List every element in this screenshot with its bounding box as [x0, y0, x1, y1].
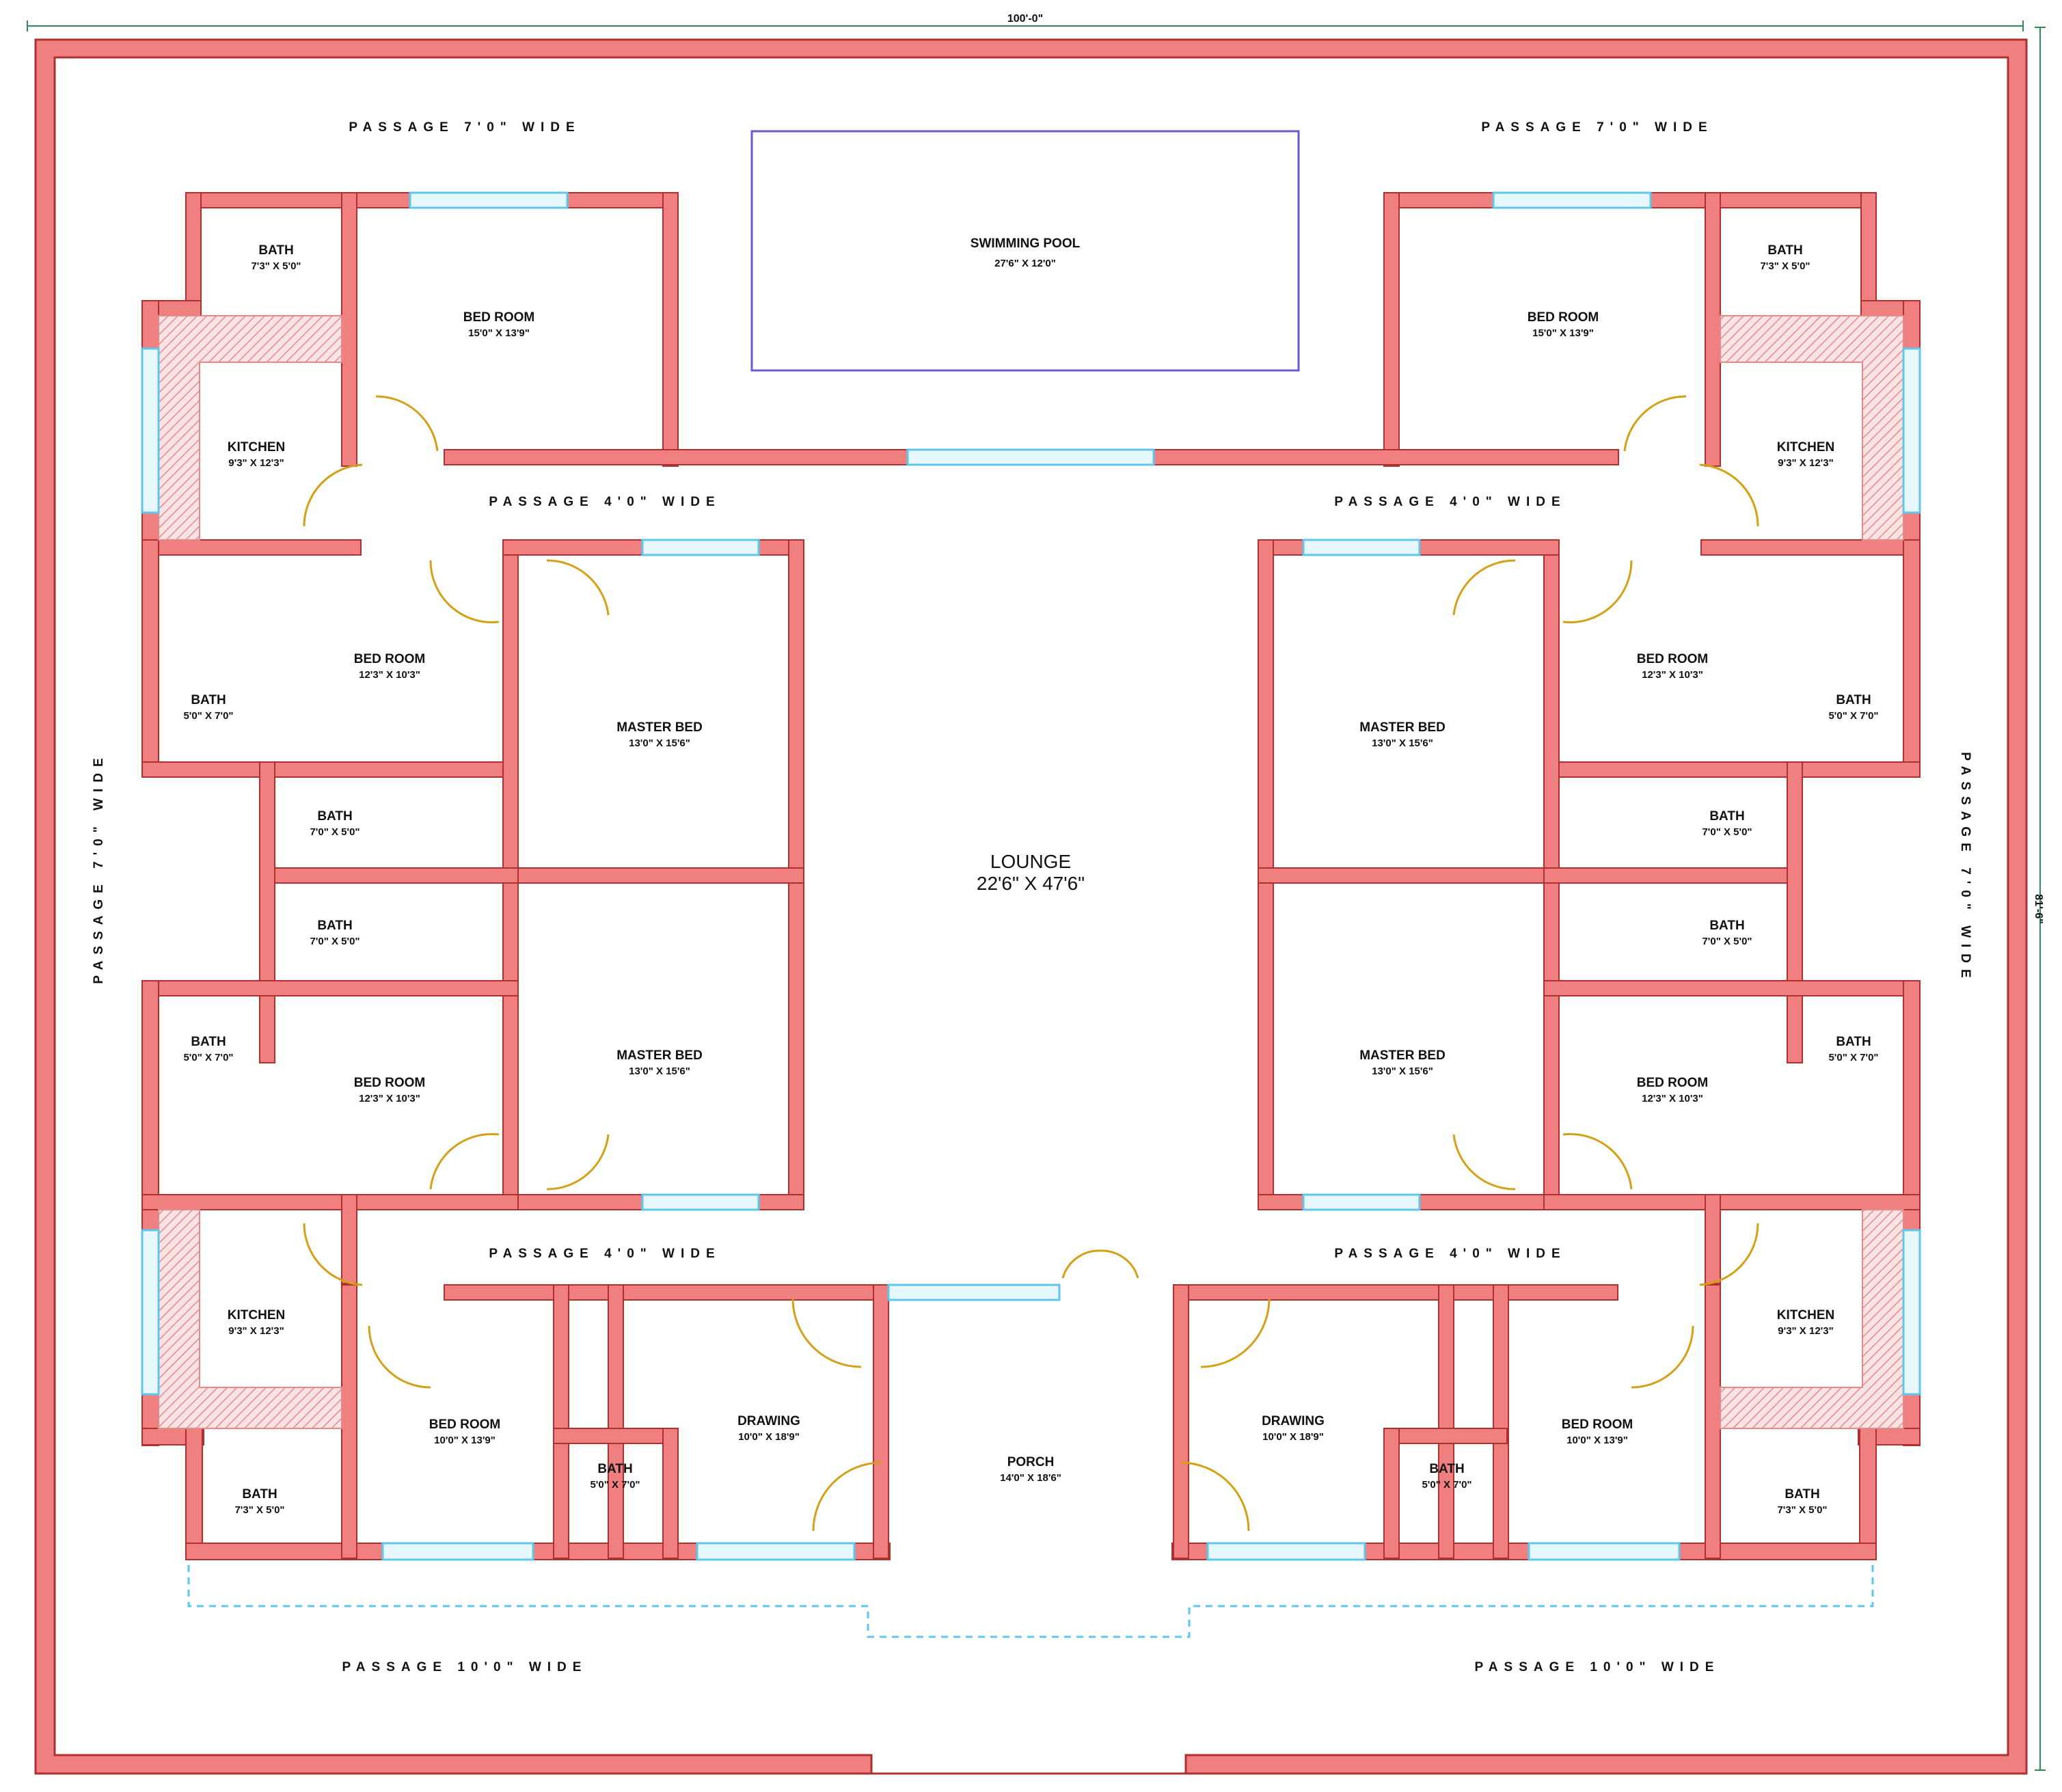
room-dim: 5'0" X 7'0"	[1828, 710, 1878, 722]
overall-height-dimension: 81'-6"	[2033, 27, 2046, 1771]
passage-label: PASSAGE 4'0" WIDE	[489, 1247, 720, 1261]
room-name: BATH	[191, 1035, 226, 1049]
room-dim: 14'0" X 18'6"	[1000, 1472, 1061, 1484]
pool-label: SWIMMING POOL	[971, 236, 1081, 251]
passage-label: PASSAGE 10'0" WIDE	[342, 1660, 588, 1674]
room-dim: 7'3" X 5'0"	[1760, 260, 1810, 272]
room-name: BATH	[1709, 919, 1744, 933]
room-dim: 7'0" X 5'0"	[310, 936, 360, 947]
room-name: BED ROOM	[1637, 652, 1709, 666]
room-dim: 12'3" X 10'3"	[1642, 1093, 1703, 1104]
room-dim: 5'0" X 7'0"	[590, 1479, 640, 1491]
passage-label: PASSAGE 7'0" WIDE	[349, 120, 580, 135]
room-dim: 10'0" X 18'9"	[738, 1431, 800, 1443]
doors	[303, 395, 1759, 1532]
room-name: DRAWING	[1262, 1414, 1325, 1428]
passage-label: PASSAGE 10'0" WIDE	[1475, 1660, 1720, 1674]
swimming-pool: SWIMMING POOL 27'6" X 12'0"	[750, 130, 1300, 372]
room-name: BATH	[597, 1462, 632, 1476]
room-name: BATH	[317, 809, 352, 824]
room-dim: 9'3" X 12'3"	[1778, 457, 1833, 469]
room-name: BATH	[1836, 693, 1871, 707]
overall-width-dimension: 100'-0"	[27, 13, 2024, 31]
room-dim: 7'0" X 5'0"	[1702, 826, 1752, 838]
room-dim: 5'0" X 7'0"	[1828, 1052, 1878, 1063]
room-name: BATH	[258, 243, 293, 258]
room-name: BATH	[1785, 1487, 1819, 1502]
room-dim: 13'0" X 15'6"	[1372, 1065, 1433, 1077]
room-name: MASTER BED	[1359, 720, 1446, 735]
room-dim: 13'0" X 15'6"	[629, 1065, 690, 1077]
height-dimension-label: 81'-6"	[2033, 894, 2044, 923]
room-dim: 9'3" X 12'3"	[228, 1325, 284, 1337]
room-dim: 9'3" X 12'3"	[1778, 1325, 1833, 1337]
room-name: BED ROOM	[1637, 1076, 1709, 1090]
room-name: BED ROOM	[354, 652, 426, 666]
room-name: BED ROOM	[1562, 1417, 1633, 1432]
passage-labels: PASSAGE 7'0" WIDE PASSAGE 7'0" WIDE PASS…	[92, 120, 1972, 1674]
room-name: BATH	[242, 1487, 277, 1502]
passage-label: PASSAGE 7'0" WIDE	[92, 752, 106, 983]
width-dimension-label: 100'-0"	[1007, 13, 1043, 25]
room-dim: 7'0" X 5'0"	[310, 826, 360, 838]
room-name: KITCHEN	[228, 1308, 285, 1322]
passage-label: PASSAGE 4'0" WIDE	[1334, 1247, 1566, 1261]
room-name: BATH	[1836, 1035, 1871, 1049]
room-dim: 5'0" X 7'0"	[1422, 1479, 1471, 1491]
building-walls	[141, 192, 1921, 1560]
room-dim: 7'0" X 5'0"	[1702, 936, 1752, 947]
room-dim: 5'0" X 7'0"	[183, 710, 233, 722]
room-name: BED ROOM	[463, 310, 535, 325]
room-labels: BATH 7'3" X 5'0" BED ROOM 15'0" X 13'9" …	[183, 243, 1878, 1516]
porch-outline	[187, 1565, 1874, 1638]
room-dim: 15'0" X 13'9"	[468, 327, 530, 339]
room-name: BED ROOM	[429, 1417, 501, 1432]
room-name: MASTER BED	[616, 1048, 703, 1063]
passage-label: PASSAGE 4'0" WIDE	[1334, 495, 1566, 509]
room-name: DRAWING	[737, 1414, 800, 1428]
boundary-wall	[34, 38, 2028, 1775]
room-dim: 10'0" X 18'9"	[1262, 1431, 1324, 1443]
room-name: BATH	[1429, 1462, 1464, 1476]
pool-dimension: 27'6" X 12'0"	[994, 258, 1056, 269]
room-name: BATH	[191, 693, 226, 707]
room-name: BED ROOM	[1528, 310, 1599, 325]
room-dim: 5'0" X 7'0"	[183, 1052, 233, 1063]
room-name: BATH	[1709, 809, 1744, 824]
room-dim: 15'0" X 13'9"	[1532, 327, 1594, 339]
room-name: BED ROOM	[354, 1076, 426, 1090]
room-dim: 12'3" X 10'3"	[359, 669, 420, 681]
room-dim: 7'3" X 5'0"	[251, 260, 301, 272]
room-name: KITCHEN	[1777, 1308, 1834, 1322]
lounge-label: LOUNGE	[990, 851, 1071, 872]
room-name: BATH	[317, 919, 352, 933]
room-dim: 12'3" X 10'3"	[1642, 669, 1703, 681]
room-name: KITCHEN	[228, 440, 285, 454]
kitchen-counters	[158, 315, 1904, 1429]
room-dim: 13'0" X 15'6"	[629, 737, 690, 749]
windows	[141, 191, 1921, 1561]
room-name: PORCH	[1007, 1455, 1055, 1469]
room-dim: 10'0" X 13'9"	[434, 1435, 496, 1446]
room-dim: 7'3" X 5'0"	[1777, 1504, 1827, 1516]
room-dim: 12'3" X 10'3"	[359, 1093, 420, 1104]
passage-label: PASSAGE 7'0" WIDE	[1958, 752, 1972, 983]
passage-label: PASSAGE 7'0" WIDE	[1481, 120, 1713, 135]
lounge-dimension: 22'6" X 47'6"	[977, 873, 1085, 894]
room-dim: 9'3" X 12'3"	[228, 457, 284, 469]
room-dim: 10'0" X 13'9"	[1566, 1435, 1628, 1446]
room-name: BATH	[1767, 243, 1802, 258]
room-name: KITCHEN	[1777, 440, 1834, 454]
room-dim: 7'3" X 5'0"	[234, 1504, 284, 1516]
room-dim: 13'0" X 15'6"	[1372, 737, 1433, 749]
passage-label: PASSAGE 4'0" WIDE	[489, 495, 720, 509]
room-name: MASTER BED	[1359, 1048, 1446, 1063]
room-name: MASTER BED	[616, 720, 703, 735]
